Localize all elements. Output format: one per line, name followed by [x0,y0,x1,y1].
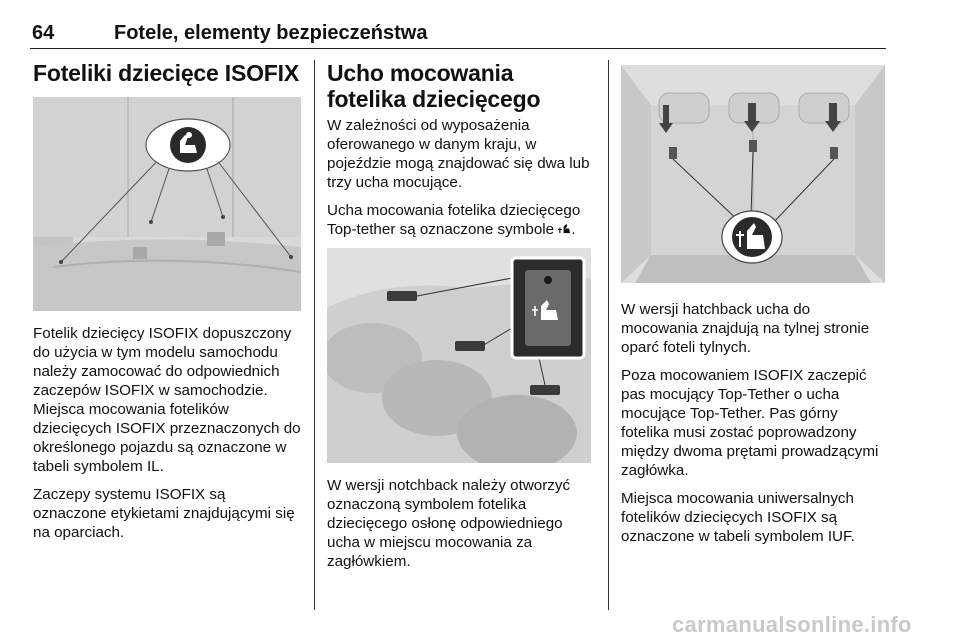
body-paragraph: Fotelik dziecięcy ISOFIX dopuszczony do … [33,325,301,475]
page-header: 64 Fotele, elementy bezpieczeństwa [30,18,886,49]
anchor-child-seat-icon [732,217,772,257]
body-paragraph: Poza mocowaniem ISOFIX zaczepić pas mocu… [621,367,879,479]
body-paragraph: Miejsca mocowania uniwersalnych fotelikó… [621,490,855,545]
chapter-title: Fotele, elementy bezpieczeństwa [114,22,428,44]
hatchback-section: W wersji hatchback ucha do mocowania zna… [621,60,885,555]
hatchback-anchor-figure [621,65,885,283]
body-paragraph: Ucha mocowania fotelika dziecięcego Top-… [327,201,593,239]
anchor-child-seat-icon [558,223,571,234]
section-heading: Foteliki dziecięce ISOFIX [33,60,299,86]
body-text: Ucha mocowania fotelika dziecięcego Top-… [327,202,581,238]
body-text: . [571,221,576,238]
isofix-section: Foteliki dziecięce ISOFIX Fotelik dzieci… [33,60,301,551]
notchback-anchor-figure [327,248,591,463]
isofix-seat-figure [33,97,301,311]
column-divider [608,60,609,610]
column-divider [314,60,315,610]
body-paragraph: W zależności od wyposażenia oferowanego … [327,117,590,191]
anchor-child-seat-icon [532,300,558,320]
page-number: 64 [32,22,55,44]
section-heading: Ucho mocowania fotelika dziecięcego [327,60,541,112]
body-paragraph: Zaczepy systemu ISOFIX są oznaczone etyk… [33,486,295,541]
watermark: carmanualsonline.info [672,612,912,637]
child-seat-icon [170,127,206,163]
body-paragraph: W wersji hatchback ucha do mocowania zna… [621,301,870,356]
top-tether-section: Ucho mocowania fotelika dziecięcego W za… [327,60,593,580]
body-paragraph: W wersji notchback należy otworzyć oznac… [327,477,571,570]
